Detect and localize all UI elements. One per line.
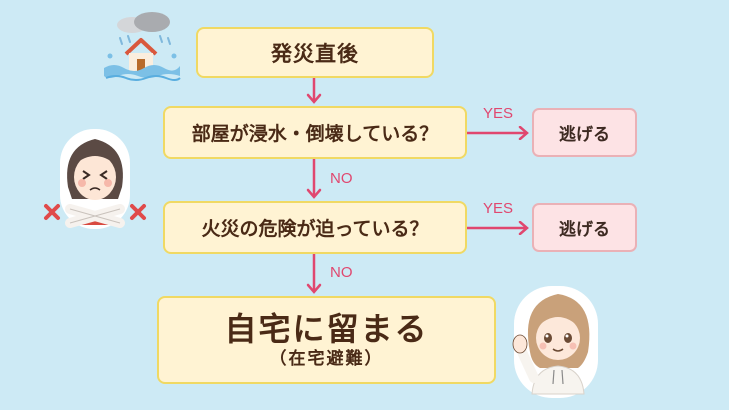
yes-label: YES: [483, 200, 514, 217]
woman-crossed-arms-icon: [44, 129, 146, 229]
arrow-q2-yes: [467, 221, 529, 235]
flooded-house-icon: [104, 12, 181, 81]
escape-label: 逃げる: [559, 220, 610, 240]
no-label: NO: [330, 170, 353, 187]
arrow-start-to-q1: [306, 78, 322, 104]
question-node-fire: 火災の危険が迫っている？: [163, 201, 467, 254]
escape-label: 逃げる: [559, 125, 610, 145]
escape-node: 逃げる: [532, 203, 637, 252]
yes-label: YES: [483, 105, 514, 122]
result-label: 自宅に留まる: [224, 310, 429, 348]
start-label: 発災直後: [271, 41, 359, 66]
girl-waving-icon: [512, 286, 598, 398]
arrow-q1-to-q2: [306, 159, 322, 199]
question-label: 火災の危険が迫っている？: [201, 218, 429, 240]
question-node-flooded: 部屋が浸水・倒壊している？: [163, 106, 467, 159]
result-sublabel: （在宅避難）: [269, 349, 384, 369]
arrow-q2-to-result: [306, 254, 322, 294]
no-label: NO: [330, 264, 353, 281]
start-node: 発災直後: [196, 27, 434, 78]
arrow-q1-yes: [467, 126, 529, 140]
question-label: 部屋が浸水・倒壊している？: [191, 123, 439, 145]
result-node: 自宅に留まる （在宅避難）: [157, 296, 496, 384]
escape-node: 逃げる: [532, 108, 637, 157]
